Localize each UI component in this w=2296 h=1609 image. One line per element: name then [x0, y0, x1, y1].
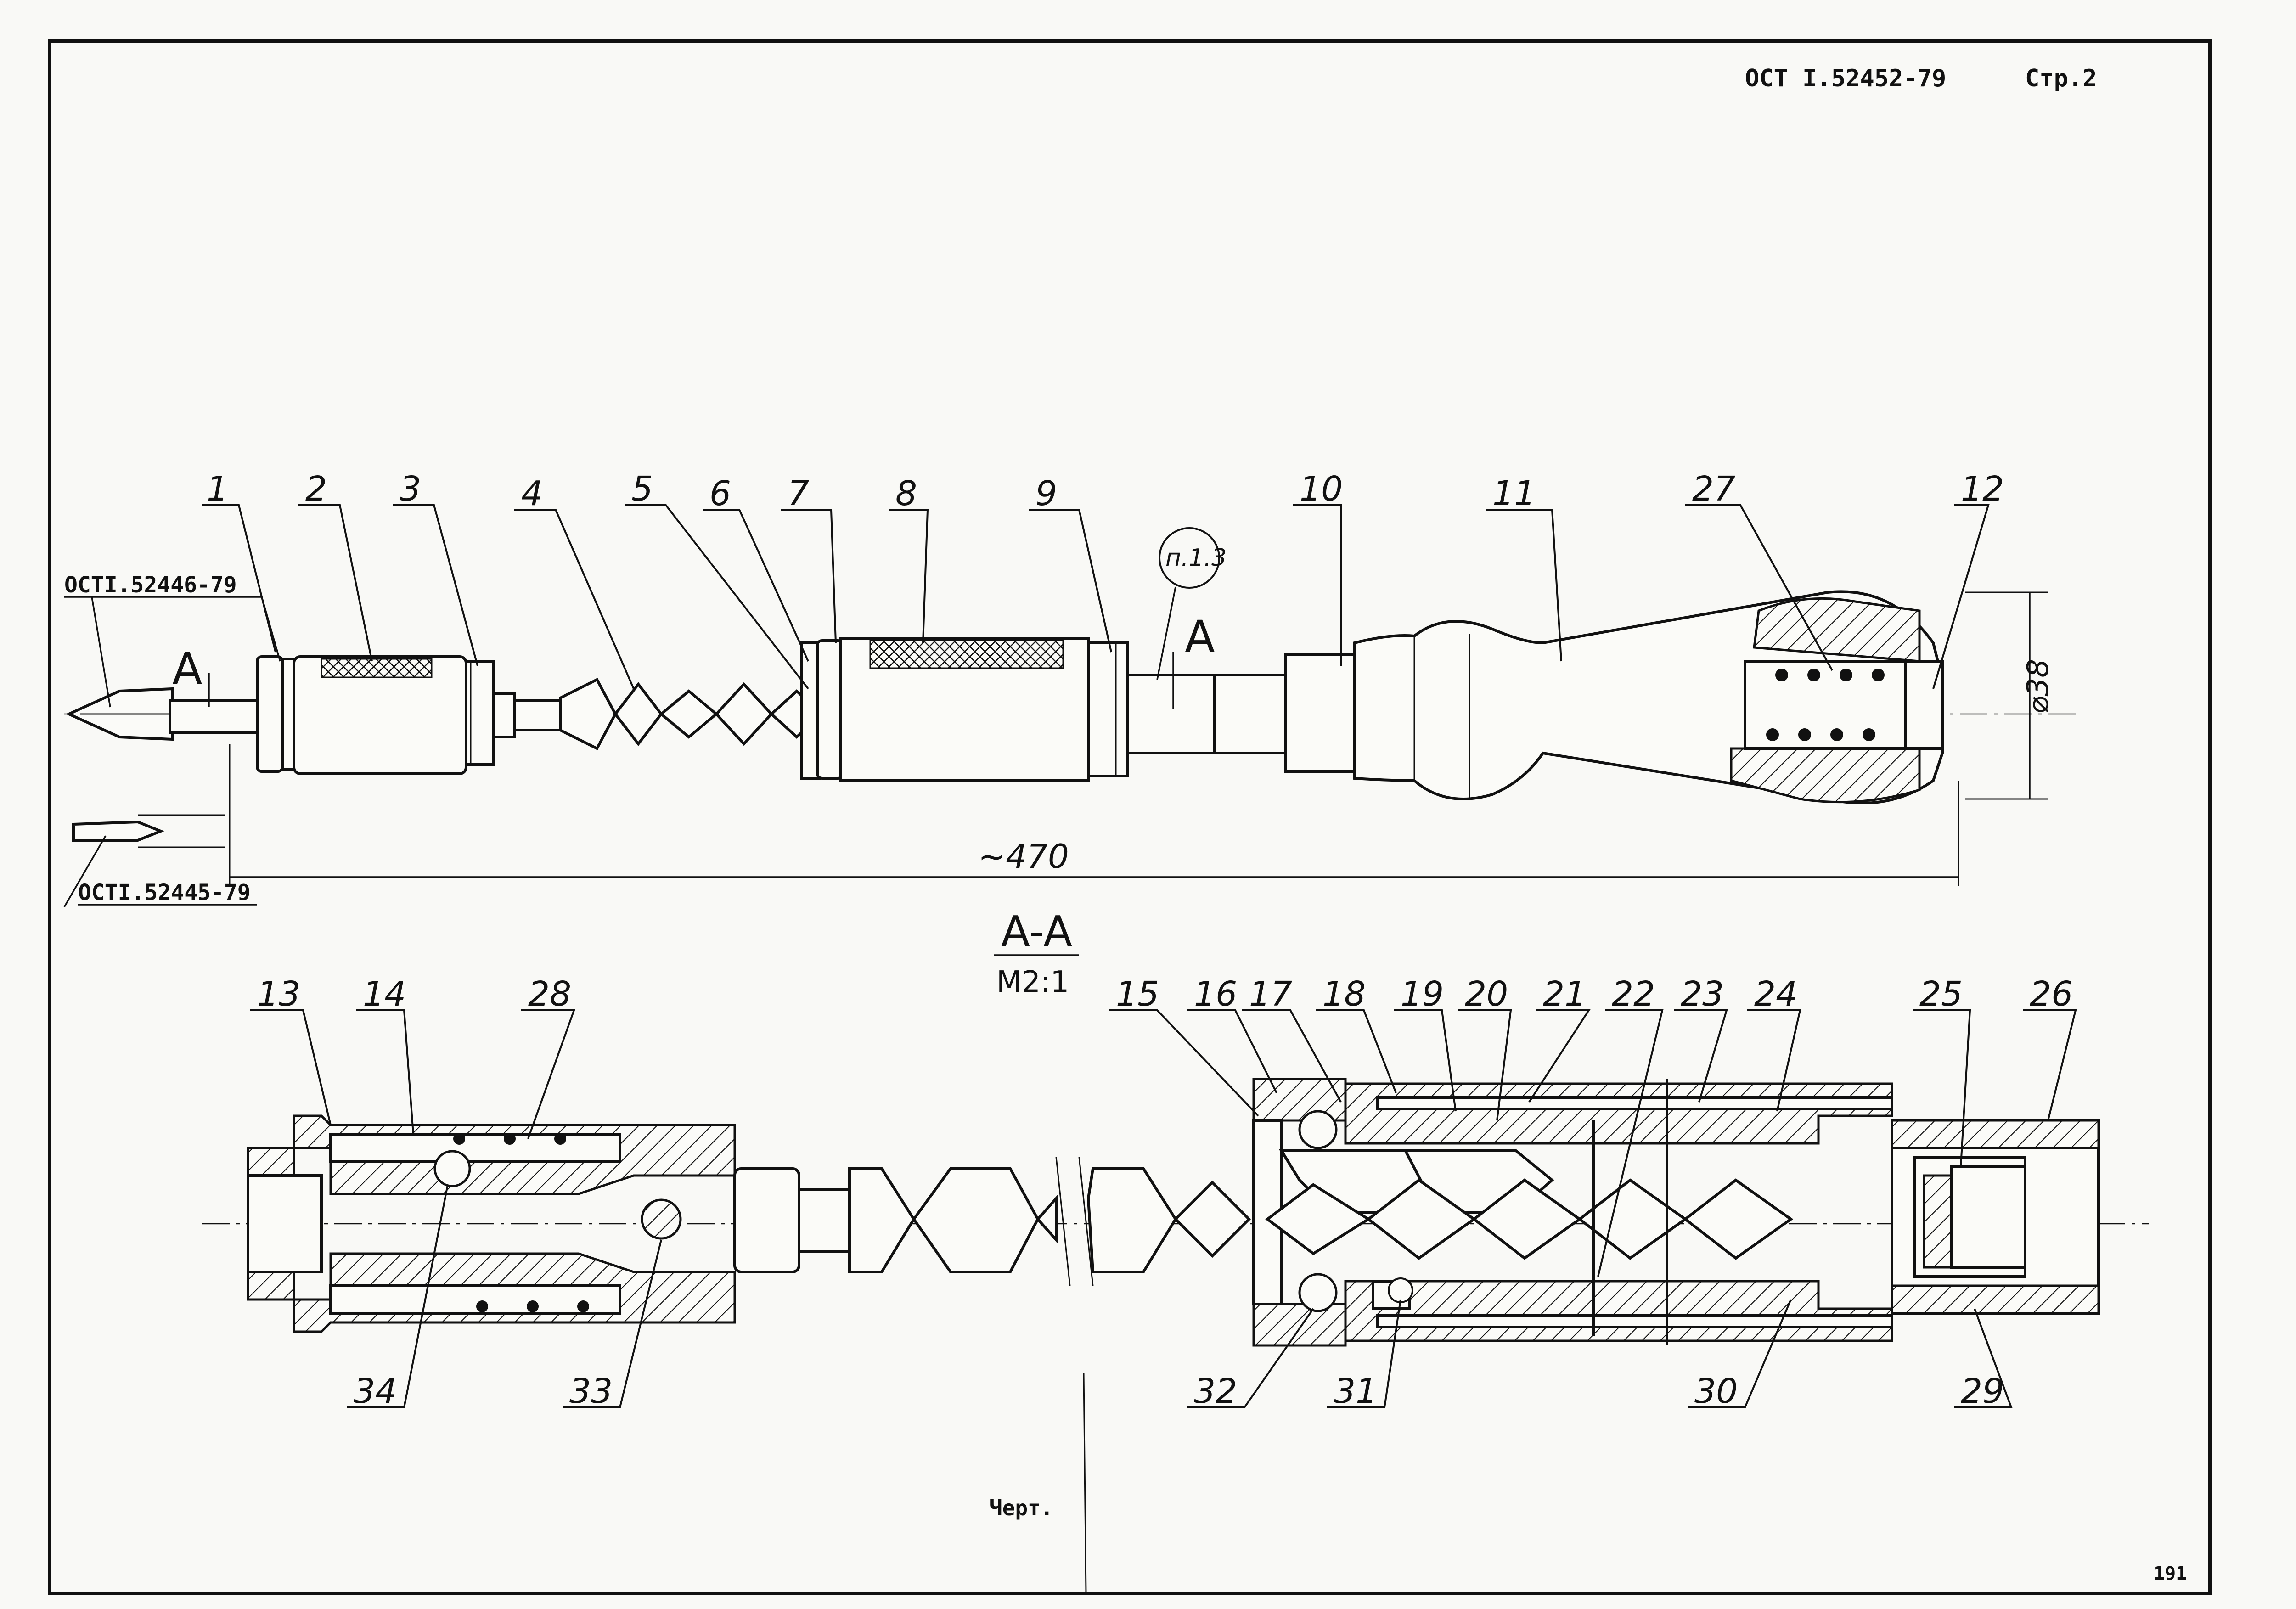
bearing-top — [1298, 1110, 1338, 1149]
callout-23: 23 — [1681, 974, 1724, 1014]
callout-4: 4 — [521, 474, 543, 513]
callout-6: 6 — [709, 474, 731, 513]
callout-27: 27 — [1692, 469, 1735, 509]
callouts-section-bottom: 34 33 32 31 30 29 — [347, 1184, 2013, 1411]
section-mark-left: A — [172, 643, 203, 695]
pin-33 — [641, 1198, 682, 1240]
section-title: A-A — [1001, 907, 1072, 956]
sheet-frame — [48, 39, 2212, 1595]
note-ref: п.1.3 — [1165, 544, 1227, 572]
callout-18: 18 — [1322, 974, 1366, 1014]
callout-8: 8 — [895, 474, 917, 513]
callout-2: 2 — [305, 469, 327, 509]
callout-9: 9 — [1035, 474, 1057, 513]
assembly-view: ⌀38 ~470 A A п.1.3 ОСТI.52446-79 ОСТI.52… — [63, 527, 2076, 907]
callout-28: 28 — [528, 974, 571, 1014]
sheet-number: 191 — [2154, 1563, 2187, 1584]
callout-31: 31 — [1334, 1372, 1377, 1411]
callout-32: 32 — [1194, 1372, 1237, 1411]
callout-13: 13 — [257, 974, 300, 1014]
callout-3: 3 — [400, 469, 421, 509]
note-ref-circle — [1159, 527, 1220, 589]
callout-16: 16 — [1194, 974, 1237, 1014]
callout-20: 20 — [1465, 974, 1508, 1014]
callout-15: 15 — [1116, 974, 1159, 1014]
callout-19: 19 — [1401, 974, 1444, 1014]
callout-7: 7 — [788, 474, 809, 513]
section-mark-right: A — [1185, 611, 1215, 663]
callout-26: 26 — [2030, 974, 2073, 1014]
spiral-section — [1265, 1178, 1794, 1260]
bearing-bottom — [1298, 1273, 1338, 1312]
callout-24: 24 — [1754, 974, 1797, 1014]
page-number: Стр.2 — [2025, 65, 2097, 92]
ball-34 — [433, 1150, 471, 1187]
callouts-section-top: 13 14 28 15 16 17 18 19 20 21 22 23 24 2… — [250, 974, 2077, 1277]
section-view — [202, 1078, 2149, 1347]
alt-bit-standard: ОСТI.52445-79 — [78, 880, 251, 906]
callout-25: 25 — [1919, 974, 1963, 1014]
bit-standard: ОСТI.52446-79 — [64, 572, 237, 598]
callouts-assembly: 1 2 3 4 5 6 7 8 9 10 11 27 12 — [202, 469, 2004, 690]
callout-21: 21 — [1543, 974, 1586, 1014]
callout-5: 5 — [631, 469, 653, 509]
length-dimension: ~470 — [978, 837, 1069, 876]
alt-bit — [72, 820, 165, 842]
callout-33: 33 — [569, 1372, 613, 1411]
callout-29: 29 — [1961, 1372, 2004, 1411]
callout-12: 12 — [1961, 469, 2004, 509]
diameter-dimension: ⌀38 — [2021, 659, 2055, 714]
callout-17: 17 — [1249, 974, 1292, 1014]
callout-11: 11 — [1492, 474, 1536, 513]
callout-22: 22 — [1612, 974, 1655, 1014]
callout-1: 1 — [207, 469, 228, 509]
callout-10: 10 — [1300, 469, 1343, 509]
spiral-rod — [613, 682, 824, 746]
section-scale: M2:1 — [996, 965, 1069, 999]
drawing-label: Черт. — [990, 1496, 1053, 1520]
doc-number: ОСТ I.52452-79 — [1745, 65, 1946, 92]
callout-34: 34 — [354, 1372, 397, 1411]
callout-14: 14 — [363, 974, 406, 1014]
callout-30: 30 — [1694, 1372, 1738, 1411]
